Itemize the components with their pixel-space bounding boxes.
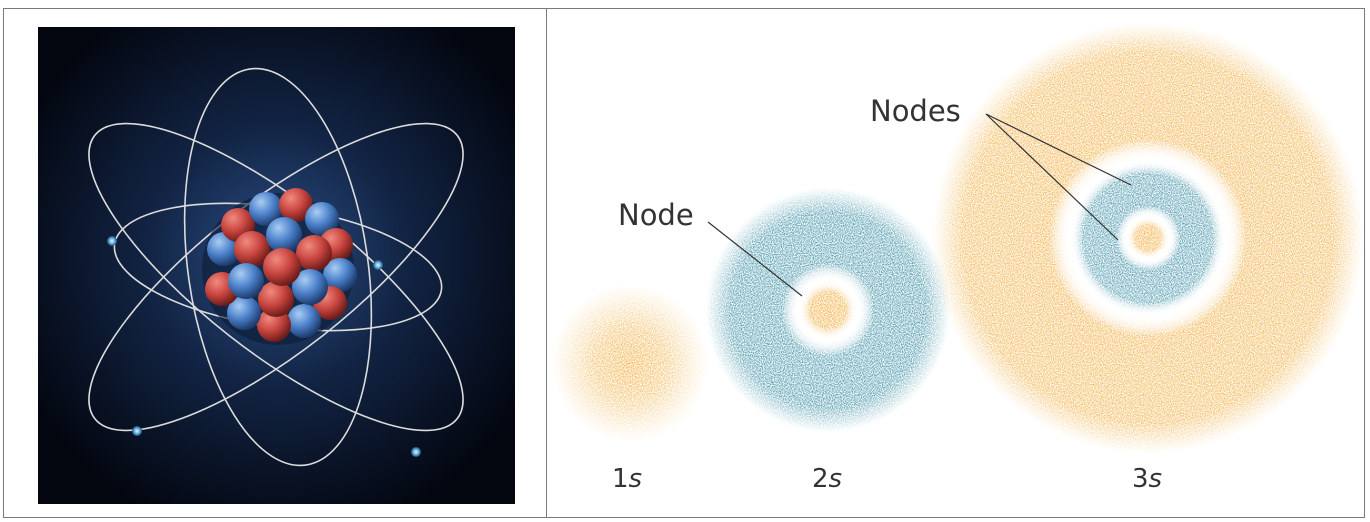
column-divider [546,8,547,518]
electron [132,426,142,436]
nodes-pointer-inner [985,113,1119,241]
pointer-lines [707,113,1132,297]
nucleus [202,188,357,345]
neutron [228,263,264,299]
node-label: Node [618,198,694,232]
proton [234,231,270,267]
table-border [3,8,1365,518]
neutron [305,202,339,236]
orbital-1s-label: 1s [612,464,642,494]
nodes-label: Nodes [870,94,961,128]
atom-illustration [38,27,515,504]
orbital-2s [706,188,950,432]
orbit-4 [183,67,373,467]
electron [373,260,383,270]
orbitals-diagram: Node Nodes 1s 2s 3s [548,10,1363,516]
proton [258,281,294,317]
orbital-2s-label: 2s [812,464,842,494]
proton [257,308,291,342]
neutron [323,258,357,292]
orbital-1s [552,285,708,441]
electron [411,447,421,457]
atom-svg [38,27,515,504]
orbital-3s [933,23,1363,453]
neutron [287,304,321,338]
neutron [249,192,283,226]
nodes-pointer-outer [985,113,1132,186]
electrons [107,236,421,457]
orbitals-svg: Node Nodes 1s 2s 3s [552,23,1363,494]
proton [263,248,301,286]
orbital-3s-label: 3s [1132,464,1162,494]
neutron [227,296,261,330]
proton [296,235,332,271]
neutron [292,269,328,305]
proton [279,188,313,222]
node-pointer [707,221,803,297]
electron [107,236,117,246]
neutron [266,217,302,253]
